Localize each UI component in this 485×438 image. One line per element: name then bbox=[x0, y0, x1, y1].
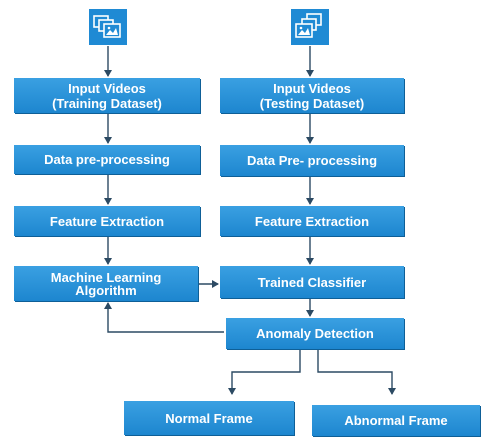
testing-preprocessing-box: Data Pre- processing bbox=[220, 145, 404, 176]
testing-input-subtitle: (Testing Dataset) bbox=[259, 95, 365, 111]
abnormal-frame-label: Abnormal Frame bbox=[344, 413, 448, 428]
trained-classifier-box: Trained Classifier bbox=[220, 266, 404, 298]
testing-feature-extraction-box: Feature Extraction bbox=[220, 206, 404, 236]
training-input-title: Input Videos bbox=[68, 80, 146, 96]
testing-input-title: Input Videos bbox=[273, 80, 351, 96]
arrow-anomaly-to-normal bbox=[228, 349, 301, 395]
training-input-box: Input Videos (Training Dataset) bbox=[14, 78, 200, 113]
arrow-anomaly-feedback-to-ml bbox=[104, 302, 224, 333]
trained-classifier-label: Trained Classifier bbox=[257, 274, 367, 290]
testing-feature-extraction-label: Feature Extraction bbox=[254, 213, 370, 229]
testing-input-box: Input Videos (Testing Dataset) bbox=[220, 78, 404, 113]
arrow-anomaly-to-abnormal bbox=[317, 349, 396, 395]
training-input-subtitle: (Training Dataset) bbox=[52, 95, 162, 111]
anomaly-detection-box: Anomaly Detection bbox=[226, 318, 404, 349]
anomaly-detection-label: Anomaly Detection bbox=[256, 326, 374, 341]
training-videos-icon bbox=[89, 9, 127, 45]
abnormal-frame-box: Abnormal Frame bbox=[312, 405, 480, 436]
training-preprocessing-box: Data pre-processing bbox=[14, 145, 200, 174]
testing-videos-icon bbox=[291, 9, 329, 45]
training-feature-extraction-box: Feature Extraction bbox=[14, 206, 200, 236]
training-feature-extraction-label: Feature Extraction bbox=[49, 213, 165, 229]
ml-algorithm-box: Machine Learning Algorithm bbox=[14, 266, 198, 301]
training-preprocessing-label: Data pre-processing bbox=[44, 152, 170, 167]
normal-frame-box: Normal Frame bbox=[124, 401, 294, 435]
normal-frame-label: Normal Frame bbox=[165, 410, 253, 426]
testing-preprocessing-label: Data Pre- processing bbox=[246, 153, 378, 168]
ml-algorithm-subtitle: Algorithm bbox=[75, 282, 137, 298]
ml-algorithm-title: Machine Learning bbox=[50, 269, 162, 285]
image-stack-icon bbox=[93, 15, 121, 38]
image-stack-icon bbox=[295, 13, 322, 38]
